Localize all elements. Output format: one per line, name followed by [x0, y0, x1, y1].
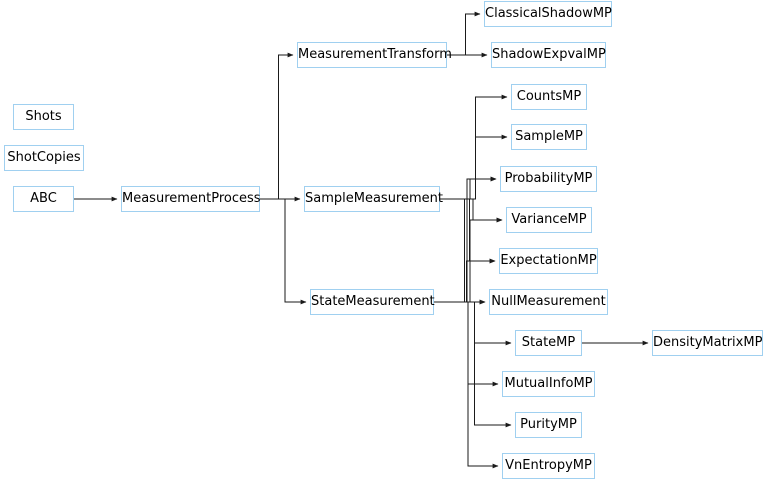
class-node-nullmeasurement[interactable]: NullMeasurement: [489, 289, 608, 315]
edge-statemeasurement-to-probabilitymp: [434, 176, 497, 303]
edge-measurementprocess-to-measurementtransform: [260, 52, 294, 200]
class-node-measurementprocess[interactable]: MeasurementProcess: [121, 186, 261, 212]
class-node-densitymatrixmp[interactable]: DensityMatrixMP: [652, 330, 763, 356]
edge-samplemeasurement-to-expectationmp: [440, 198, 496, 264]
class-node-measurementtransform[interactable]: MeasurementTransform: [297, 42, 452, 68]
class-node-expectationmp[interactable]: ExpectationMP: [499, 248, 598, 274]
class-node-statemp[interactable]: StateMP: [515, 330, 582, 356]
class-node-samplemeasurement[interactable]: SampleMeasurement: [304, 186, 443, 212]
class-node-puritymp[interactable]: PurityMP: [515, 412, 582, 438]
edge-samplemeasurement-to-probabilitymp: [440, 176, 497, 200]
class-node-countsmp[interactable]: CountsMP: [511, 84, 587, 110]
edge-samplemeasurement-to-variancemp: [440, 198, 503, 223]
edge-statemeasurement-to-puritymp: [434, 301, 512, 428]
class-node-classicalshadowmp[interactable]: ClassicalShadowMP: [484, 1, 612, 27]
class-node-shots[interactable]: Shots: [13, 104, 74, 130]
class-node-samplemp[interactable]: SampleMP: [511, 124, 587, 150]
edge-measurementprocess-to-statemeasurement: [260, 198, 307, 305]
edge-samplemeasurement-to-samplemp: [440, 134, 508, 200]
edge-statemeasurement-to-vnentropymp: [434, 301, 499, 469]
class-node-probabilitymp[interactable]: ProbabilityMP: [500, 166, 597, 192]
class-node-mutualinfomp[interactable]: MutualInfoMP: [502, 371, 595, 397]
class-node-abc[interactable]: ABC: [13, 186, 74, 212]
class-node-shadowexpvalmp[interactable]: ShadowExpvalMP: [491, 42, 606, 68]
edge-samplemeasurement-to-countsmp: [440, 94, 508, 200]
class-node-vnentropymp[interactable]: VnEntropyMP: [502, 453, 595, 479]
class-node-shotcopies[interactable]: ShotCopies: [4, 145, 84, 171]
edge-statemeasurement-to-expectationmp: [434, 258, 496, 303]
class-node-variancemp[interactable]: VarianceMP: [506, 207, 592, 233]
class-node-statemeasurement[interactable]: StateMeasurement: [310, 289, 435, 315]
edge-measurementtransform-to-classicalshadowmp: [447, 11, 481, 56]
edge-samplemeasurement-to-nullmeasurement: [440, 198, 486, 305]
